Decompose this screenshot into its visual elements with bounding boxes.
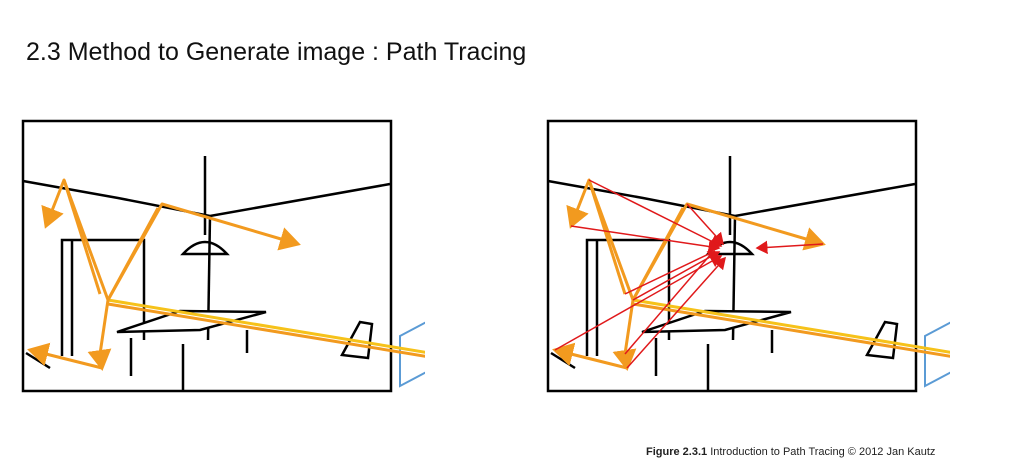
bounce-paths bbox=[27, 178, 301, 371]
figure-label: Figure 2.3.1 bbox=[646, 446, 708, 458]
camera-rays bbox=[632, 298, 950, 358]
figure-credit: © 2012 Jan Kautz bbox=[847, 446, 936, 458]
image-plane bbox=[924, 321, 950, 388]
page-title: 2.3 Method to Generate image : Path Trac… bbox=[26, 38, 527, 66]
figure-caption-text: Introduction to Path Tracing bbox=[710, 446, 845, 458]
image-plane bbox=[399, 321, 425, 388]
camera-rays bbox=[107, 298, 425, 358]
left-scene-diagram bbox=[20, 118, 425, 398]
room-outline bbox=[546, 119, 918, 393]
right-scene-diagram bbox=[545, 118, 950, 398]
shadow-rays bbox=[554, 179, 824, 369]
figure-caption: Figure 2.3.1 Introduction to Path Tracin… bbox=[646, 446, 935, 458]
room-outline bbox=[21, 119, 393, 393]
